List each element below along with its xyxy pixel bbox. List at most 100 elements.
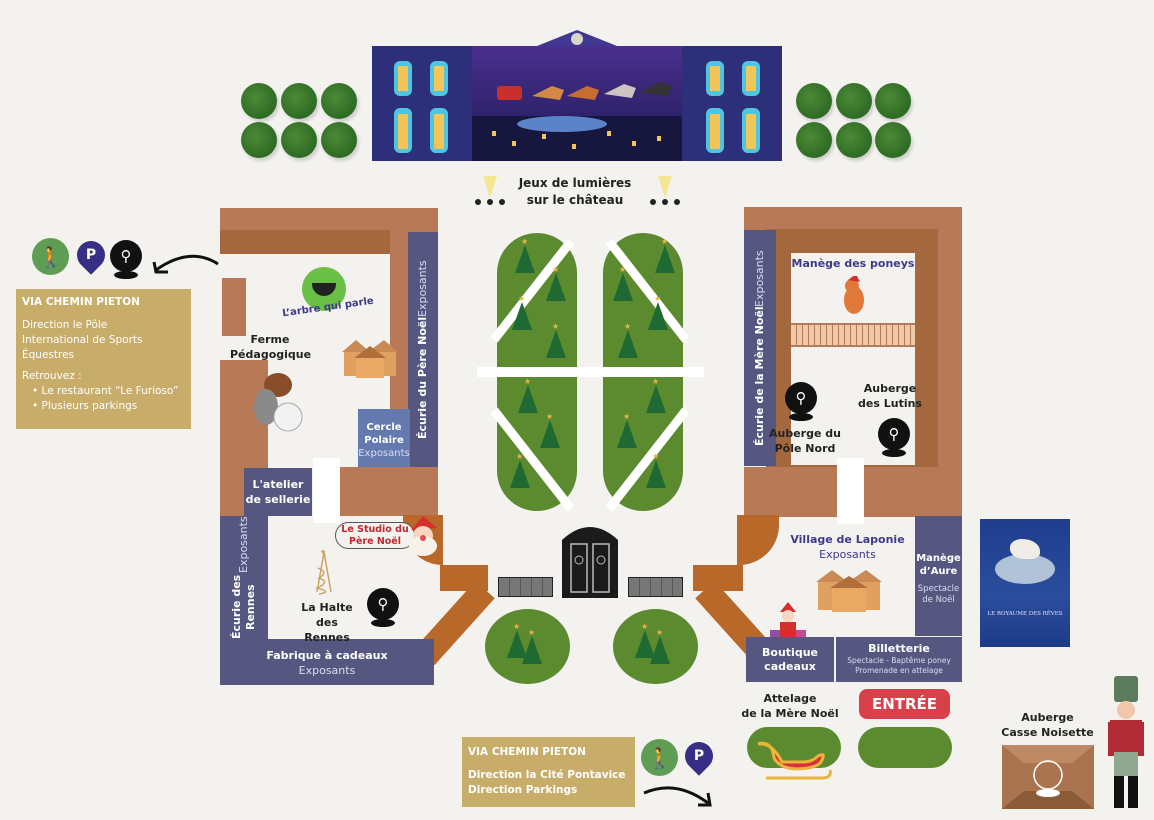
christmas-tree-icon xyxy=(650,628,670,664)
left-info-line: Équestres xyxy=(22,349,75,361)
ecurie-mere-noel-block[interactable] xyxy=(744,230,776,466)
iron-gate-icon xyxy=(557,518,623,598)
royaume-des-reves-poster[interactable]: LE ROYAUME DES RÊVES xyxy=(980,519,1070,647)
stone-wall-right xyxy=(628,577,683,597)
farm-animals-icon xyxy=(248,365,308,440)
fabrique-sub: Exposants xyxy=(298,664,356,677)
village-title: Village de Laponie xyxy=(790,533,905,546)
manege-aure-sub2: de Noël xyxy=(922,595,955,605)
stone-wall-left xyxy=(498,577,553,597)
bush xyxy=(875,122,911,158)
casse-line2: Casse Noisette xyxy=(1001,726,1094,739)
arrow-left-icon xyxy=(150,248,222,278)
chateau-illustration xyxy=(372,26,782,161)
atelier-sellerie-block[interactable]: L'atelier de sellerie xyxy=(244,468,312,516)
attelage-label: Attelage de la Mère Noël xyxy=(740,691,840,721)
christmas-tree-icon xyxy=(512,294,532,330)
ecurie-mere-noel-sub: Exposants xyxy=(753,249,766,307)
cercle-line2: Polaire xyxy=(364,435,404,446)
auberge-lutins-line1: Auberge xyxy=(863,382,917,395)
cercle-line1: Cercle xyxy=(366,422,402,433)
horse-icon xyxy=(1010,539,1040,559)
left-info-box: VIA CHEMIN PIETON Direction le Pôle Inte… xyxy=(16,289,191,429)
auberge-pole-nord-label: Auberge du Pôle Nord xyxy=(765,426,845,456)
parking-pin-icon: P xyxy=(679,736,719,776)
bush xyxy=(796,122,832,158)
bush xyxy=(281,122,317,158)
restaurant-pin-icon[interactable]: ⚲ xyxy=(367,588,399,627)
spotlight-left-icon xyxy=(473,176,507,208)
market-huts-icon xyxy=(340,338,400,380)
bush xyxy=(796,83,832,119)
studio-pere-noel-badge[interactable]: Le Studio du Père Noël xyxy=(335,522,415,549)
nutcracker-icon xyxy=(1104,676,1148,810)
auberge-casse-noisette-building[interactable] xyxy=(1002,745,1094,809)
parking-pin-icon: P xyxy=(71,235,111,275)
auberge-lutins-label: Auberge des Lutins xyxy=(855,381,925,411)
left-info-line: Direction le Pôle xyxy=(22,319,108,331)
boutique-cadeaux-block[interactable]: Boutique cadeaux xyxy=(746,637,834,682)
christmas-tree-icon xyxy=(522,628,542,664)
auberge-pole-line1: Auberge du xyxy=(769,427,841,440)
bottom-info-box: VIA CHEMIN PIETON Direction la Cité Pont… xyxy=(462,737,635,807)
arrow-right-icon xyxy=(640,781,715,811)
left-info-retrouvez: Retrouvez : xyxy=(22,370,82,382)
restaurant-pin-icon[interactable]: ⚲ xyxy=(785,382,817,421)
left-info-bullet: • Le restaurant “Le Furioso” xyxy=(32,385,179,397)
ecurie-rennes-title: Écurie des Rennes xyxy=(230,574,257,639)
manege-aure-block[interactable]: Manège d’Aure Spectacle de Noël xyxy=(915,516,962,636)
ecurie-pere-noel-label: Écurie du Père Noël Exposants xyxy=(408,232,438,467)
fabrique-cadeaux-block[interactable]: Fabrique à cadeaux Exposants xyxy=(220,639,434,685)
talking-tree-icon xyxy=(302,267,346,311)
ecurie-pere-noel-sub: Exposants xyxy=(416,260,429,317)
fence-icon xyxy=(791,323,915,347)
bush xyxy=(321,83,357,119)
studio-line1: Le Studio du xyxy=(341,524,409,535)
christmas-tree-icon xyxy=(646,452,666,488)
billetterie-sub2: Promenade en attelage xyxy=(855,666,943,675)
christmas-tree-icon xyxy=(546,265,566,301)
left-info-line: International de Sports xyxy=(22,334,143,346)
christmas-tree-icon xyxy=(617,412,637,448)
ecurie-pere-noel-block[interactable] xyxy=(408,232,438,467)
boutique-line2: cadeaux xyxy=(764,660,816,673)
billetterie-block[interactable]: Billetterie Spectacle - Baptême poney Pr… xyxy=(836,637,962,682)
cloud-icon xyxy=(995,554,1055,584)
billetterie-title: Billetterie xyxy=(868,642,930,655)
bush xyxy=(836,83,872,119)
left-info-bullet: • Plusieurs parkings xyxy=(32,400,138,412)
ecurie-rennes-sub: Exposants xyxy=(237,516,250,573)
bush xyxy=(836,122,872,158)
restaurant-pin-icon: ⚲ xyxy=(110,240,142,279)
pony-icon xyxy=(838,274,868,318)
passage-left xyxy=(313,458,340,523)
auberge-casse-noisette-label: Auberge Casse Noisette xyxy=(1000,710,1095,740)
christmas-tree-icon xyxy=(648,294,668,330)
manege-aure-line2: d’Aure xyxy=(919,566,958,577)
wall-west-left-top xyxy=(222,278,246,336)
wall-south-left xyxy=(330,467,438,516)
bush xyxy=(321,122,357,158)
casse-line1: Auberge xyxy=(1021,711,1074,724)
bottom-info-title: VIA CHEMIN PIETON xyxy=(468,746,586,758)
halte-rennes-label: La Halte des Rennes xyxy=(292,600,362,645)
light-show-label: Jeux de lumières sur le château xyxy=(505,175,645,209)
christmas-tree-icon xyxy=(618,322,638,358)
bottom-info-line: Direction Parkings xyxy=(468,784,578,796)
ferme-line2: Pédagogique xyxy=(230,348,312,361)
halte-line2: des Rennes xyxy=(304,616,350,644)
christmas-tree-icon xyxy=(655,237,675,273)
cercle-polaire-block[interactable]: Cercle Polaire Exposants xyxy=(358,409,410,467)
spotlight-right-icon xyxy=(648,176,682,208)
santa-face-icon xyxy=(403,516,443,556)
santa-shopping-icon xyxy=(768,602,808,644)
passage-right xyxy=(837,458,864,524)
light-show-line1: Jeux de lumières xyxy=(518,176,632,190)
christmas-tree-icon xyxy=(518,377,538,413)
halte-line1: La Halte xyxy=(301,601,353,614)
christmas-tree-icon xyxy=(613,265,633,301)
bullet-text: Plusieurs parkings xyxy=(41,400,138,412)
restaurant-pin-icon[interactable]: ⚲ xyxy=(878,418,910,457)
entree-sign[interactable]: ENTRÉE xyxy=(859,689,950,719)
left-info-title: VIA CHEMIN PIETON xyxy=(22,296,140,308)
